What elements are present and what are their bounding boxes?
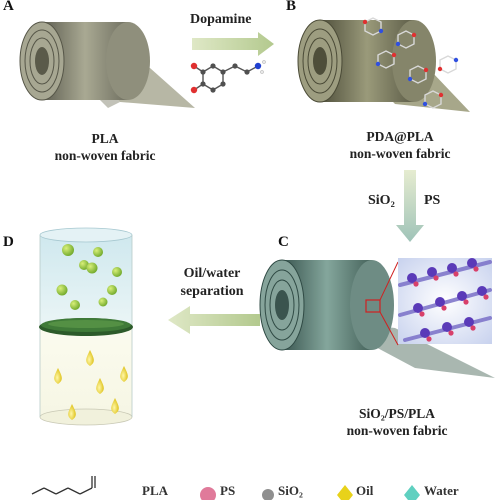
arrow-c-to-d-label-line1: Oil/water — [183, 266, 241, 281]
panel-c-caption-line1: SiO₂/PS/PLA — [358, 406, 436, 421]
legend-label-ps: PS — [220, 483, 236, 498]
panel-a-caption-line2: non-woven fabric — [54, 148, 156, 163]
dopamine-molecule-icon — [190, 60, 266, 94]
legend-oil-drop-icon — [337, 485, 353, 500]
arrow-c-to-d-label: Oil/water separation — [170, 265, 254, 301]
arrow-b-to-c-right-label: PS — [424, 193, 441, 208]
arrow-c-to-d — [168, 306, 260, 334]
panel-b-caption-line1: PDA@PLA — [366, 129, 434, 144]
panel-b-roll — [297, 19, 470, 112]
panel-b-letter: B — [286, 0, 297, 14]
legend-ps-sphere-icon — [200, 487, 216, 500]
legend-sio2-sphere-icon — [262, 489, 274, 500]
panel-c-letter: C — [278, 234, 289, 250]
panel-b-molecules — [362, 17, 459, 109]
arrow-b-to-c — [396, 170, 424, 242]
panel-d-cylinder — [39, 227, 133, 426]
legend-label-oil: Oil — [356, 483, 374, 498]
panel-c-inset — [398, 258, 492, 344]
panel-d-letter: D — [3, 234, 14, 250]
panel-c-caption: SiO₂/PS/PLA non-woven fabric — [322, 405, 472, 439]
arrow-b-to-c-left-label: SiO₂ — [368, 193, 395, 208]
panel-a-caption-line1: PLA — [91, 131, 119, 146]
panel-a-roll — [19, 21, 195, 108]
panel-d-oil-drops — [54, 350, 128, 420]
panel-a-caption: PLA non-woven fabric — [40, 130, 170, 164]
panel-b-caption: PDA@PLA non-woven fabric — [330, 128, 470, 162]
panel-b-caption-line2: non-woven fabric — [349, 146, 451, 161]
arrow-a-to-b — [192, 32, 274, 56]
panel-c-caption-line2: non-woven fabric — [346, 423, 448, 438]
panel-d-water-drops — [56, 244, 122, 310]
legend-label-sio2: SiO₂ — [278, 483, 303, 498]
legend-label-pla: PLA — [142, 483, 168, 498]
arrow-c-to-d-label-line2: separation — [180, 284, 244, 299]
legend-pla-structure-icon — [31, 476, 96, 495]
legend-water-drop-icon — [404, 485, 420, 500]
panel-c-roll — [259, 259, 495, 378]
panel-a-letter: A — [3, 0, 14, 14]
arrow-a-to-b-label: Dopamine — [190, 12, 252, 27]
legend-label-water: Water — [424, 483, 459, 498]
